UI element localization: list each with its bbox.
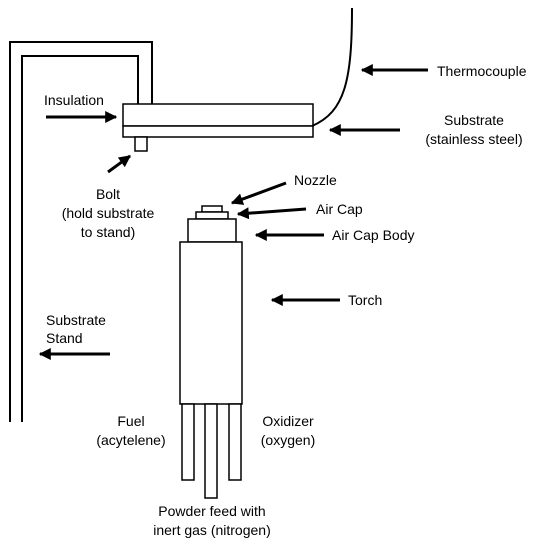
torch-label: Torch xyxy=(348,292,382,308)
air-cap xyxy=(195,211,229,220)
oxidizer-label-line1: Oxidizer xyxy=(262,413,314,429)
insulation-label: Insulation xyxy=(44,92,104,108)
insulation-block xyxy=(122,103,314,127)
bolt-label-line2: (hold substrate xyxy=(62,205,155,221)
torch-body xyxy=(179,241,243,405)
air-cap-body-label: Air Cap Body xyxy=(332,227,414,243)
thermocouple-label: Thermocouple xyxy=(437,63,527,79)
substrate-plate xyxy=(122,125,314,138)
fuel-label-line2: (acytelene) xyxy=(96,432,165,448)
substrate-stand-inner xyxy=(21,55,139,422)
substrate-label-line1: Substrate xyxy=(444,112,504,128)
powder-feed-label-line2: inert gas (nitrogen) xyxy=(153,522,271,538)
fuel-tube xyxy=(181,403,195,481)
air-cap-body xyxy=(187,218,237,243)
bolt-label-line3: to stand) xyxy=(81,224,135,240)
nozzle-label: Nozzle xyxy=(294,172,337,188)
powder-feed-tube xyxy=(204,403,218,499)
oxidizer-tube xyxy=(228,403,242,481)
fuel-label-line1: Fuel xyxy=(117,413,144,429)
substrate-stand-outer xyxy=(9,41,153,422)
bolt-label-line1: Bolt xyxy=(96,186,120,202)
oxidizer-label-line2: (oxygen) xyxy=(261,432,315,448)
bolt-arrow xyxy=(107,154,131,174)
substrate-stand-label-line2: Stand xyxy=(46,330,83,346)
powder-feed-label-line1: Powder feed with xyxy=(158,503,265,519)
nozzle-top xyxy=(201,205,223,213)
thermocouple-wire xyxy=(311,7,353,127)
substrate-stand-label-line1: Substrate xyxy=(46,312,106,328)
bolt xyxy=(134,136,148,152)
air-cap-label: Air Cap xyxy=(316,201,363,217)
substrate-label-line2: (stainless steel) xyxy=(425,131,522,147)
nozzle-arrow xyxy=(230,181,287,205)
air-cap-arrow xyxy=(236,207,307,220)
